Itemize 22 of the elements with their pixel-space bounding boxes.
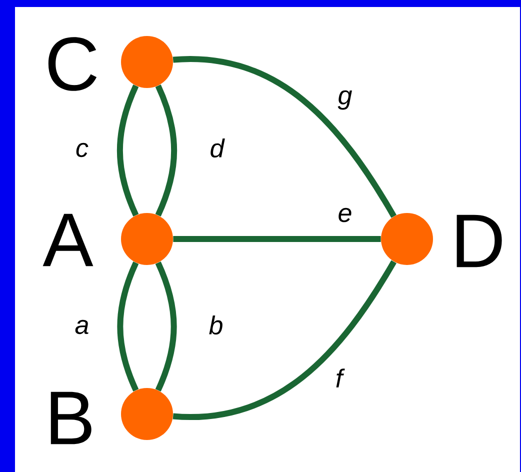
edge-label: g bbox=[336, 89, 354, 111]
vertex-label: B bbox=[50, 392, 92, 444]
bridge-line bbox=[173, 260, 396, 420]
bridge-line bbox=[155, 84, 178, 216]
vertex-label: C bbox=[48, 37, 97, 91]
bridge-line bbox=[117, 262, 139, 392]
bridge-line bbox=[116, 84, 139, 216]
bridge-line bbox=[173, 236, 381, 242]
edge-label: d bbox=[208, 137, 226, 159]
vertex-label: D bbox=[456, 214, 502, 268]
edge-label: f bbox=[334, 368, 345, 388]
vertex-dot bbox=[121, 213, 173, 265]
vertex-dot bbox=[381, 213, 433, 265]
edge-label: b bbox=[208, 314, 224, 336]
vertex-dot bbox=[121, 388, 173, 440]
edge-label: e bbox=[336, 206, 354, 224]
bridge-line bbox=[173, 56, 396, 218]
bridge-line bbox=[155, 262, 177, 392]
vertex-dot bbox=[121, 36, 173, 88]
edge-label: a bbox=[74, 318, 90, 336]
vertex-label: A bbox=[42, 214, 94, 266]
edge-label: c bbox=[74, 142, 90, 158]
